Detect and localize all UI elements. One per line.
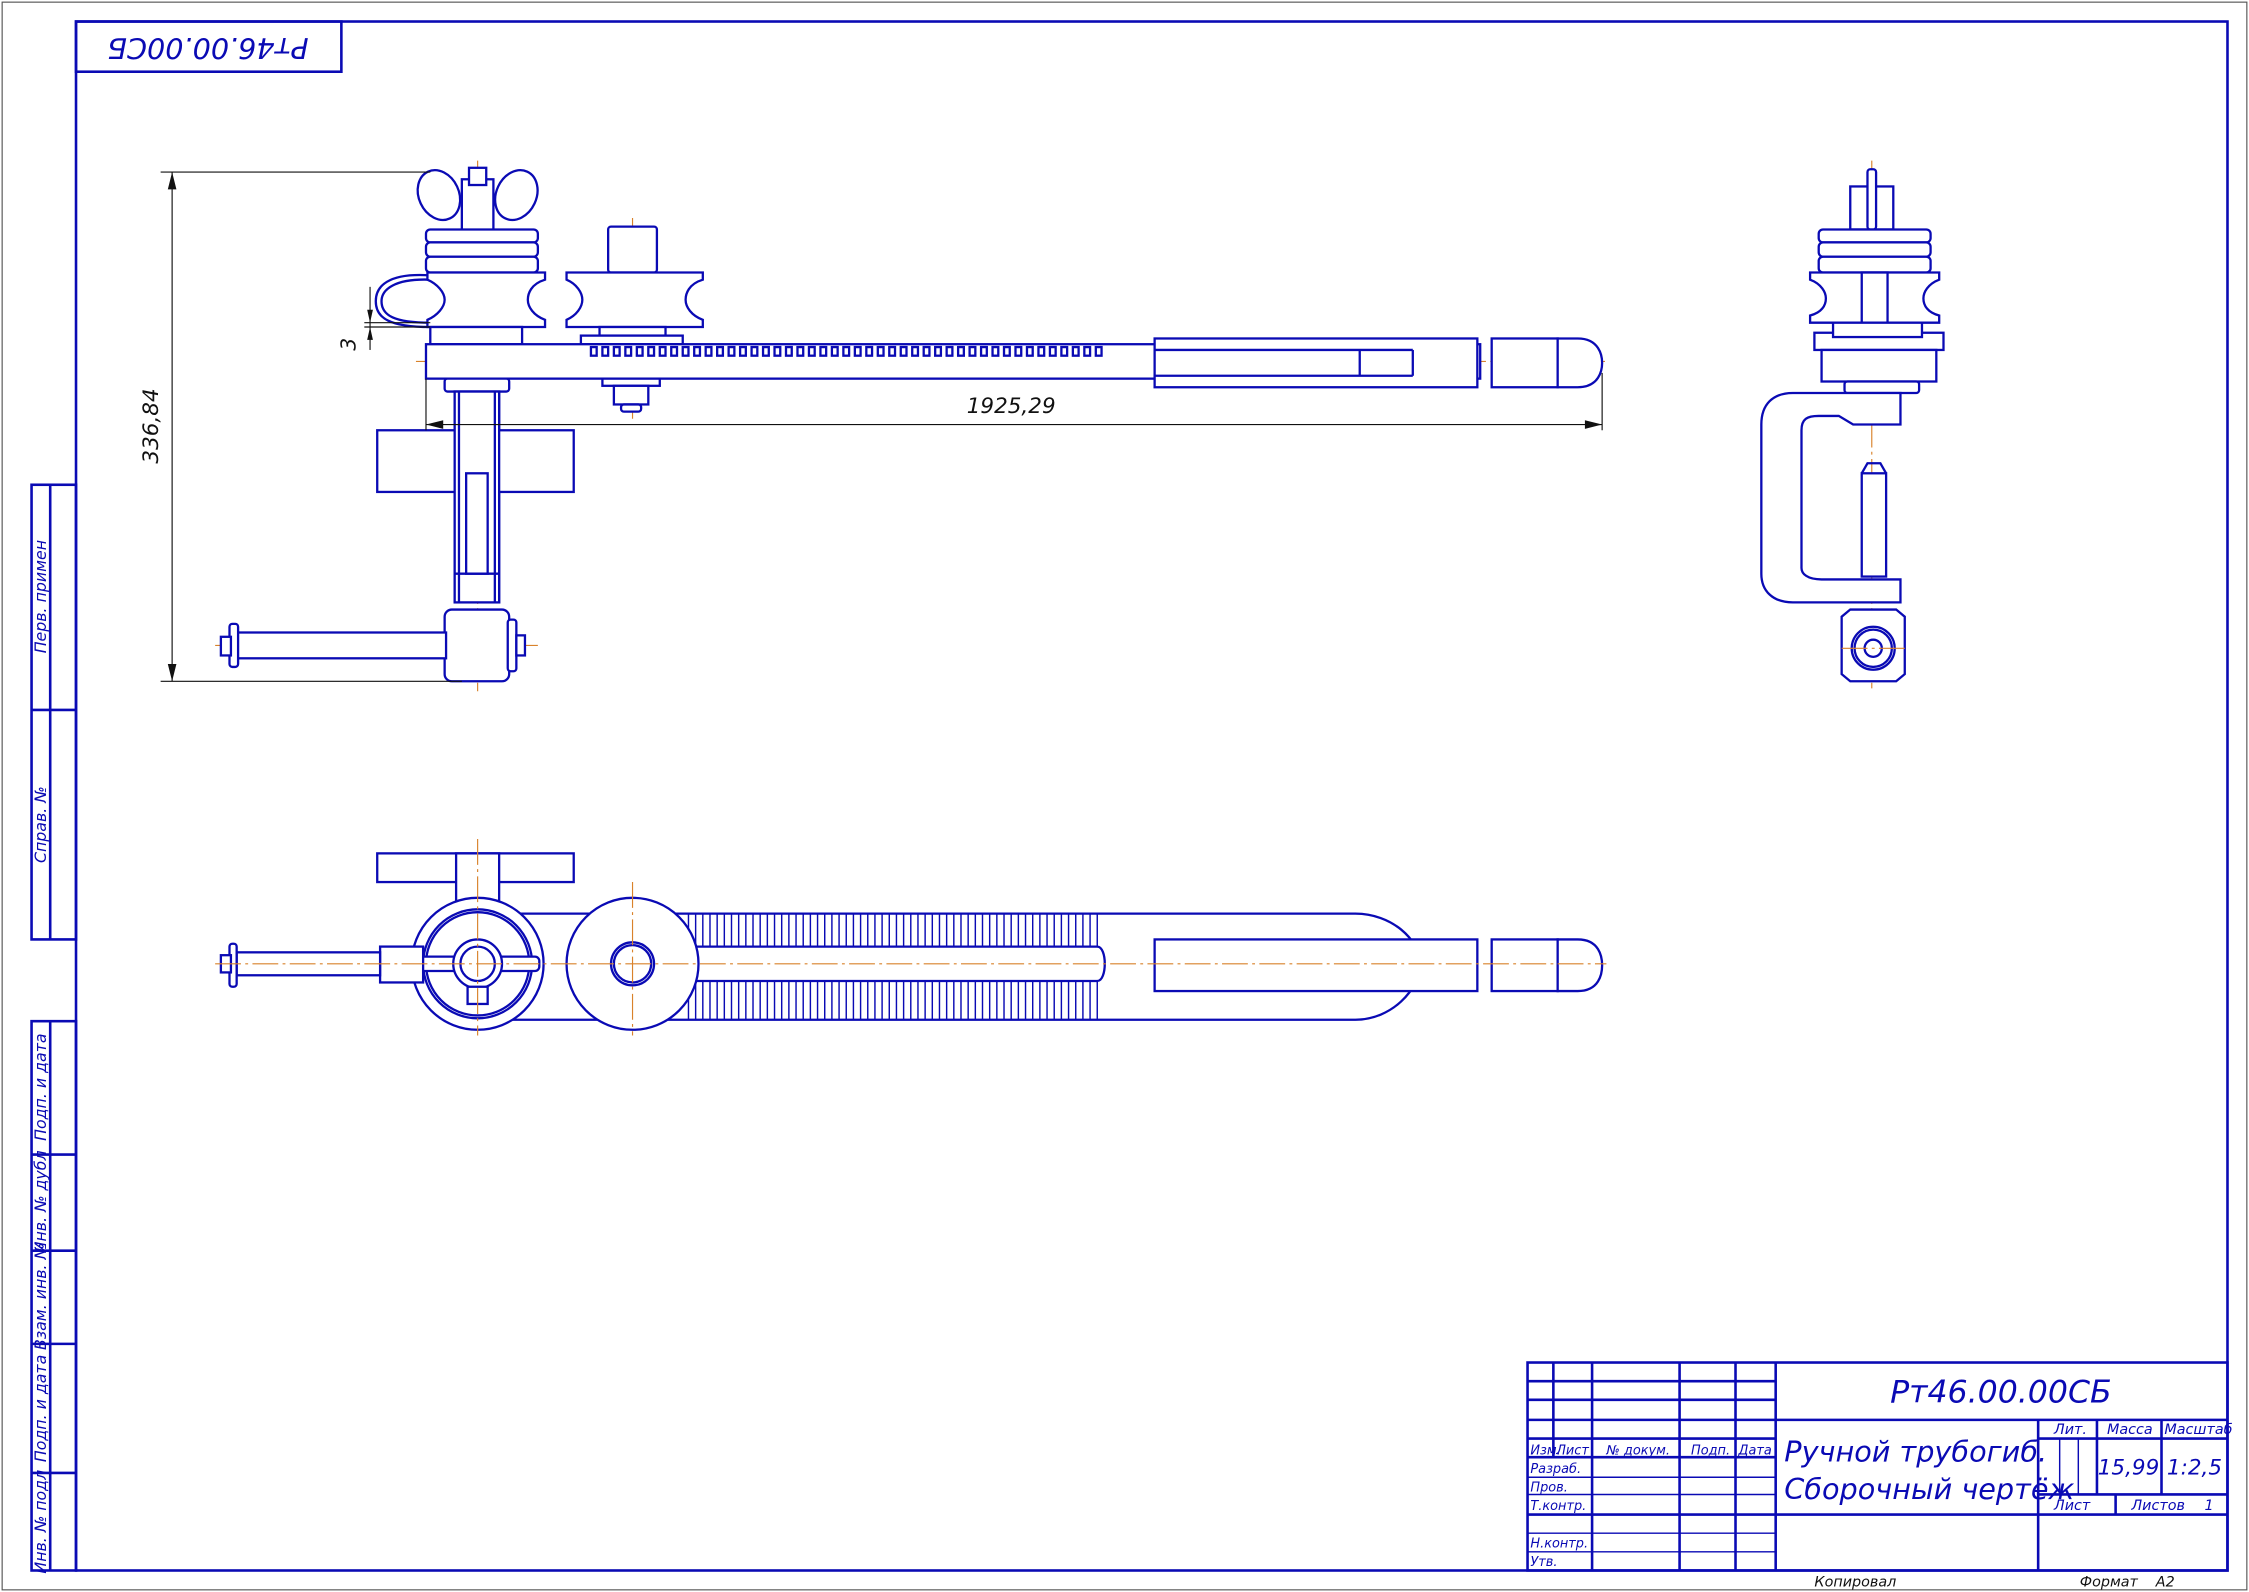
rack-tooth: [1071, 345, 1080, 357]
title-name-line1: Ручной трубогиб.: [1784, 1434, 2047, 1468]
rack-tooth: [704, 345, 713, 357]
margin-label-podp-data-2: Подп. и дата: [31, 1355, 50, 1462]
role-prov: Пров.: [1530, 1481, 1567, 1496]
rack-tooth: [830, 345, 839, 357]
header-date: Дата: [1737, 1443, 1771, 1458]
dimension-height: 336,84: [139, 388, 164, 463]
margin-label-sprav-no: Справ. №: [31, 786, 50, 863]
top-stamp-designation: Рт46.00.00СБ: [107, 31, 308, 65]
rack-tooth: [991, 345, 1000, 357]
rack-tooth: [934, 345, 943, 357]
rack-tooth: [1025, 345, 1034, 357]
lit-label: Лит.: [2053, 1422, 2087, 1438]
role-utv: Утв.: [1530, 1555, 1557, 1570]
scale-label: Масштаб: [2164, 1422, 2232, 1438]
rack-tooth: [911, 345, 920, 357]
header-list: Лист: [1555, 1443, 1589, 1458]
title-block: Рт46.00.00СБ Ручной трубогиб. Сборочный …: [1526, 1361, 2233, 1590]
rack-tooth: [1014, 345, 1023, 357]
rack-tooth: [1037, 345, 1046, 357]
rack-tooth: [853, 345, 862, 357]
sheets-value: 1: [2205, 1498, 2214, 1514]
rack-tooth: [1094, 345, 1103, 357]
rack-tooth: [899, 345, 908, 357]
rack-tooth: [922, 345, 931, 357]
rack-tooth: [773, 345, 782, 357]
mass-value: 15,99: [2098, 1455, 2160, 1480]
rack-tooth: [1002, 345, 1011, 357]
rack-tooth: [647, 345, 656, 357]
rack-tooth: [865, 345, 874, 357]
role-razrab: Разраб.: [1530, 1462, 1581, 1477]
format-label: Формат: [2080, 1574, 2139, 1590]
rack-tooth: [681, 345, 690, 357]
side-view: [1760, 160, 1945, 689]
margin-label-inv-dubl: Инв. № дубл: [31, 1150, 50, 1253]
title-designation: Рт46.00.00СБ: [1890, 1375, 2112, 1411]
mass-label: Масса: [2107, 1422, 2153, 1438]
rack-tooth: [1048, 345, 1057, 357]
header-izm: Изм.: [1530, 1443, 1560, 1458]
rack-tooth: [761, 345, 770, 357]
rack-tooth: [750, 345, 759, 357]
header-doc-no: № докум.: [1605, 1443, 1670, 1458]
copied-label: Копировал: [1814, 1574, 1896, 1590]
rack-tooth: [945, 345, 954, 357]
rack-tooth: [968, 345, 977, 357]
header-sign: Подп.: [1691, 1443, 1730, 1458]
rack-tooth: [876, 345, 885, 357]
scale-value: 1:2,5: [2167, 1455, 2222, 1480]
rack-tooth: [693, 345, 702, 357]
plan-view: [215, 839, 1607, 1036]
rack-tooth: [727, 345, 736, 357]
role-n-kontr: Н.контр.: [1530, 1537, 1588, 1552]
rack-tooth: [1060, 345, 1069, 357]
margin-label-perv-primen: Перв. примен: [31, 540, 50, 653]
rack-tooth: [784, 345, 793, 357]
rack-tooth: [716, 345, 725, 357]
front-view: 336,84 1925,29 3: [139, 160, 1607, 692]
rack-tooth: [979, 345, 988, 357]
margin-label-inv-podl: Инв. № подл: [31, 1470, 50, 1574]
format-value: A2: [2155, 1574, 2175, 1590]
rack-tooth: [807, 345, 816, 357]
rack-hatching: [687, 913, 1098, 1020]
rack-tooth: [956, 345, 966, 357]
rack-tooth: [624, 345, 633, 357]
rack-tooth: [738, 345, 747, 357]
rack-teeth: [589, 345, 1103, 357]
dimension-gap: 3: [337, 338, 361, 351]
margin-label-vzam-inv: Взам. инв. №: [31, 1243, 50, 1350]
rack-tooth: [635, 345, 644, 357]
rack-tooth: [601, 345, 610, 357]
rack-tooth: [819, 345, 828, 357]
rack-tooth: [842, 345, 851, 357]
sheets-label: Листов: [2130, 1498, 2185, 1514]
rack-tooth: [612, 345, 621, 357]
sheet-label: Лист: [2053, 1498, 2091, 1514]
rack-tooth: [670, 345, 679, 357]
margin-label-podp-data-1: Подп. и дата: [31, 1033, 50, 1140]
rack-tooth: [1083, 345, 1092, 357]
rack-tooth: [888, 345, 897, 357]
top-stamp: Рт46.00.00СБ: [74, 20, 343, 74]
rack-tooth: [796, 345, 805, 357]
rack-tooth: [658, 345, 667, 357]
rack-tooth: [589, 345, 598, 357]
side-margin: Перв. примен Справ. № Подп. и дата Инв. …: [30, 483, 78, 1574]
dimension-length: 1925,29: [967, 394, 1056, 419]
role-t-kontr: Т.контр.: [1530, 1499, 1586, 1514]
title-name-line2: Сборочный чертёж: [1784, 1472, 2074, 1506]
